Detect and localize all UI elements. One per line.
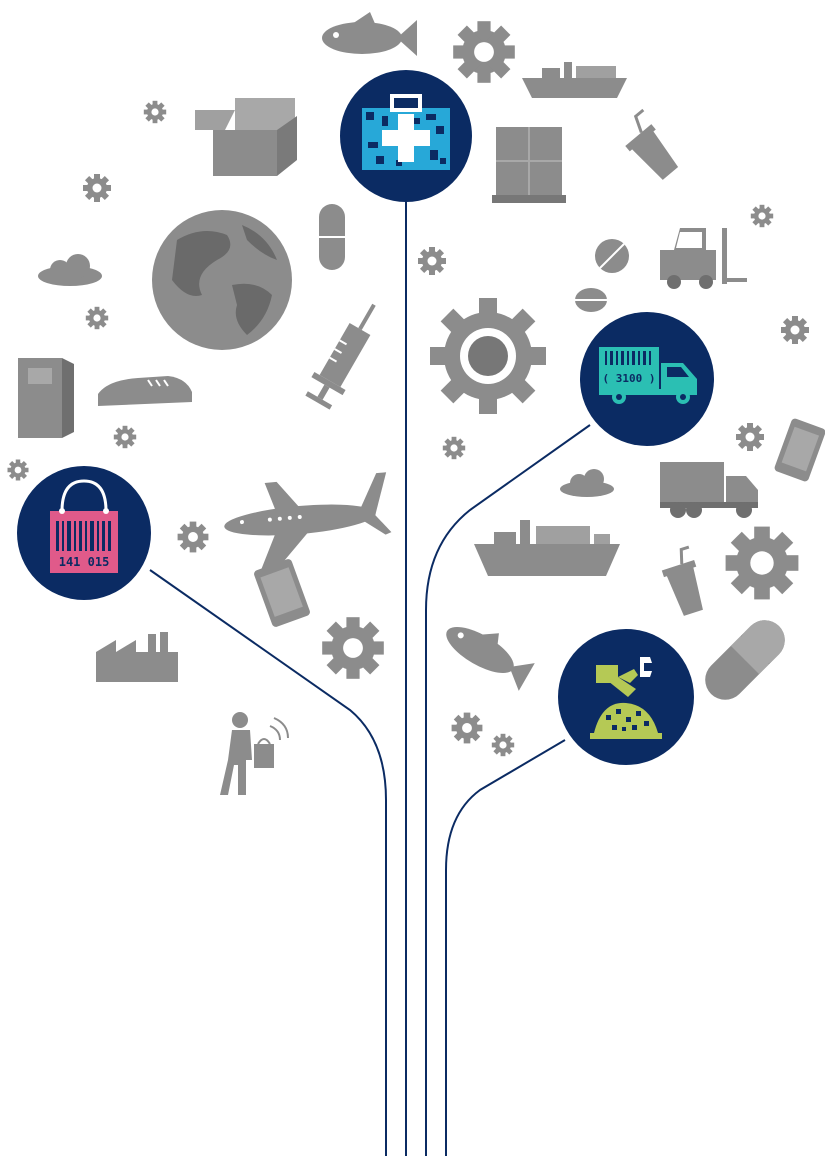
fish-icon [322,12,417,56]
gear-icon [750,204,774,228]
branch-shopping [149,569,387,1156]
capsule-icon [705,620,785,700]
branch-truck [425,424,591,1156]
tablet-pill-icon [575,288,607,312]
barcode-truck-icon: ( 3100 ) [599,347,697,404]
cloud-icon [560,469,614,497]
robot-arm-icon [590,657,662,739]
bag-barcode-digits: 141 015 [59,555,110,569]
pill-icon [319,204,345,270]
gear-icon [85,306,109,330]
syringe-icon [305,303,376,410]
gear-icon [7,459,29,481]
gear-icon [442,436,466,460]
gear-icon [725,526,799,600]
gear-icon [113,425,137,449]
gear-icon [453,21,515,83]
pallet-icon [492,127,566,203]
tree-branches [149,195,591,1156]
cup-icon [625,108,679,180]
gear-icon [177,521,209,553]
gear-icon [781,316,809,344]
box-icon [195,98,297,176]
branch-robot [445,739,566,1156]
cup-icon [661,545,703,616]
gear-icon [143,100,167,124]
transport-truck-node: ( 3100 ) [580,312,714,446]
factory-icon [96,632,178,682]
gear-icon [736,423,764,451]
smartphone-icon [774,418,825,482]
medical-kit-icon [362,94,450,170]
tablet-pill-icon [595,239,629,273]
gear-icon [491,733,515,757]
gear-icon [430,298,546,414]
cargo-ship-icon [522,62,627,98]
cargo-ship-icon [474,520,620,576]
truck-barcode-code: ( 3100 ) [603,372,656,385]
barcode-bag-icon: 141 015 [50,479,118,573]
robot-arm-node [558,629,694,765]
delivery-truck-icon [660,462,758,518]
gear-icon [322,617,384,679]
globe-icon [152,210,292,350]
cloud-icon [38,254,102,286]
shopping-bag-node: 141 015 [17,466,151,600]
healthcare-node [340,70,472,202]
airplane-icon [224,472,392,574]
forklift-icon [660,228,747,289]
gear-icon [451,712,483,744]
shopper-icon [220,712,289,795]
shoe-icon [98,376,192,406]
freezer-icon [18,358,74,438]
gear-icon [83,174,111,202]
smartphone-icon [254,559,310,627]
gear-icon [418,247,446,275]
fish-icon [446,626,535,691]
